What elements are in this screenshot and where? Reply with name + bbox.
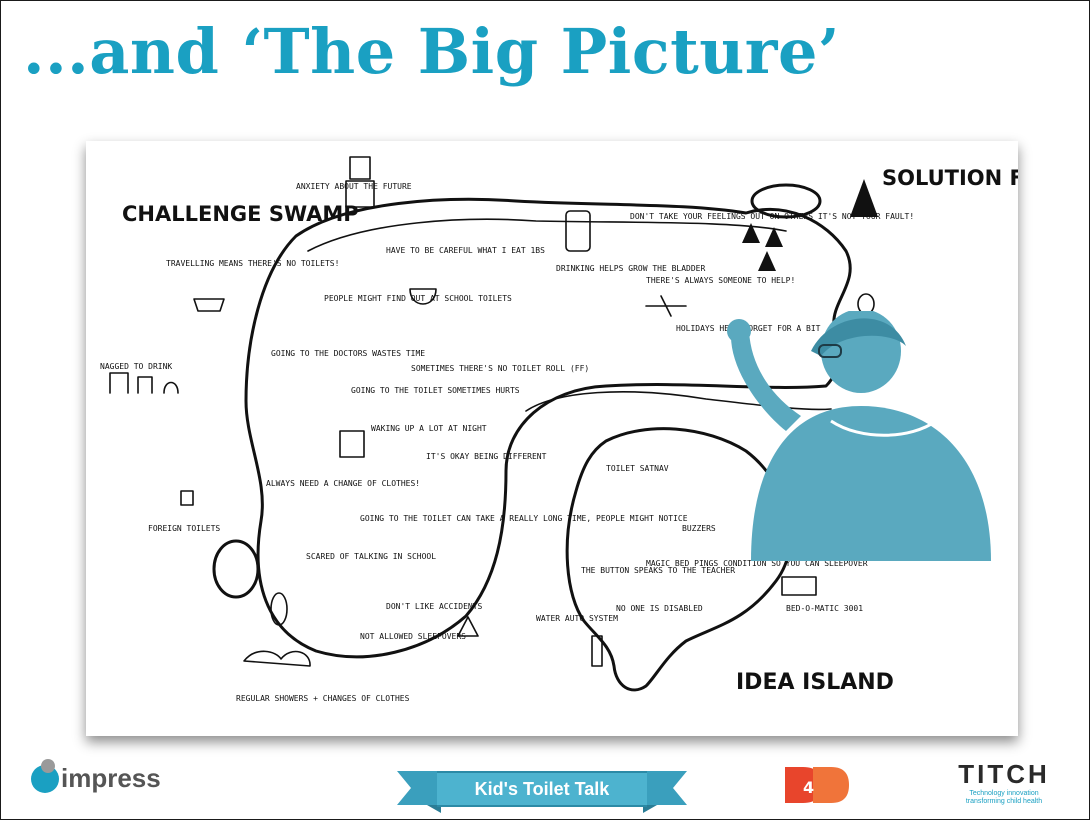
note-water: WATER AUTO SYSTEM xyxy=(536,614,618,623)
note-change-clothes: ALWAYS NEED A CHANGE OF CLOTHES! xyxy=(266,479,420,488)
note-long-time: GOING TO THE TOILET CAN TAKE A REALLY LO… xyxy=(360,514,688,523)
tent-doodle xyxy=(457,616,479,637)
note-careful: HAVE TO BE CAREFUL WHAT I EAT 1BS xyxy=(386,246,545,255)
note-foreign: FOREIGN TOILETS xyxy=(148,524,220,533)
note-doctors: GOING TO THE DOCTORS WASTES TIME xyxy=(271,349,425,358)
solution-forest-label: SOLUTION FOREST xyxy=(882,166,1018,190)
titch-logo-text: TITCH xyxy=(958,759,1050,789)
note-sleepover-bed: MAGIC BED PINGS CONDITION SO YOU CAN SLE… xyxy=(646,559,868,568)
rock-left xyxy=(212,539,260,599)
idea-island-label: IDEA ISLAND xyxy=(736,670,894,695)
map-drawing: CHALLENGE SWAMP SOLUTION FOREST IDEA ISL… xyxy=(100,156,1018,703)
note-scared: SCARED OF TALKING IN SCHOOL xyxy=(306,552,436,561)
bed-machine-doodle xyxy=(781,576,817,596)
titch-logo: TITCH Technology innovation transforming… xyxy=(949,759,1059,817)
note-someone: THERE'S ALWAYS SOMEONE TO HELP! xyxy=(646,276,795,285)
forest-trees xyxy=(742,179,878,271)
note-travelling: TRAVELLING MEANS THERE'S NO TOILETS! xyxy=(166,259,339,268)
drawing-person-figure xyxy=(727,311,991,561)
plane-doodle xyxy=(645,295,687,317)
note-drinking: DRINKING HELPS GROW THE BLADDER xyxy=(556,264,705,273)
banner-label: Kid's Toilet Talk xyxy=(437,771,647,807)
bath-doodle xyxy=(339,430,365,458)
bowl-doodle xyxy=(409,288,437,305)
note-feelings: DON'T TAKE YOUR FEELINGS OUT ON OTHERS I… xyxy=(630,212,914,221)
impress-logo-text: impress xyxy=(61,763,161,793)
water-tap-doodle xyxy=(591,635,603,667)
d4d-logo-mark: 4 xyxy=(785,767,849,803)
slide-title: ...and ‘The Big Picture’ xyxy=(23,15,841,88)
note-no-toilet-roll: SOMETIMES THERE'S NO TOILET ROLL (FF) xyxy=(411,364,589,373)
challenge-swamp-label: CHALLENGE SWAMP xyxy=(122,202,359,226)
note-accidents: DON'T LIKE ACCIDENTS xyxy=(386,602,483,611)
impress-logo-mark xyxy=(31,758,59,793)
note-button: THE BUTTON SPEAKS TO THE TEACHER xyxy=(581,566,735,575)
big-picture-illustration: CHALLENGE SWAMP SOLUTION FOREST IDEA ISL… xyxy=(86,141,1018,736)
svg-text:4: 4 xyxy=(803,778,814,797)
kids-toilet-talk-banner: Kid's Toilet Talk xyxy=(397,761,687,813)
note-bed-machine: BED-O-MATIC 3001 xyxy=(786,604,863,613)
swamp-outline xyxy=(244,197,852,659)
rock-top-right xyxy=(750,183,822,219)
note-sleepovers: NOT ALLOWED SLEEPOVERS xyxy=(360,632,466,641)
note-anxiety: ANXIETY ABOUT THE FUTURE xyxy=(296,182,412,191)
impress-logo: impress xyxy=(31,758,161,794)
note-disabled: NO ONE IS DISABLED xyxy=(616,604,703,613)
glass-doodle xyxy=(565,210,591,252)
titch-tagline: Technology innovation transforming child… xyxy=(965,790,1043,805)
note-hurts: GOING TO THE TOILET SOMETIMES HURTS xyxy=(351,386,520,395)
idea-island-outline xyxy=(565,427,792,692)
boat-doodle xyxy=(193,298,225,312)
note-different: IT'S OKAY BEING DIFFERENT xyxy=(426,452,547,461)
cake-doodle xyxy=(180,490,194,506)
note-nagged: NAGGED TO DRINK xyxy=(100,362,172,371)
note-buzzers: BUZZERS xyxy=(682,524,716,533)
banner-ribbon xyxy=(397,771,687,813)
bottles-doodle xyxy=(109,372,179,394)
note-showers: REGULAR SHOWERS + CHANGES OF CLOTHES xyxy=(236,694,410,703)
note-satnav: TOILET SATNAV xyxy=(606,464,669,473)
note-find-out: PEOPLE MIGHT FIND OUT AT SCHOOL TOILETS xyxy=(324,294,512,303)
d4d-logo: 4 xyxy=(783,763,851,807)
note-waking: WAKING UP A LOT AT NIGHT xyxy=(371,424,487,433)
robot-doodle xyxy=(349,156,371,180)
